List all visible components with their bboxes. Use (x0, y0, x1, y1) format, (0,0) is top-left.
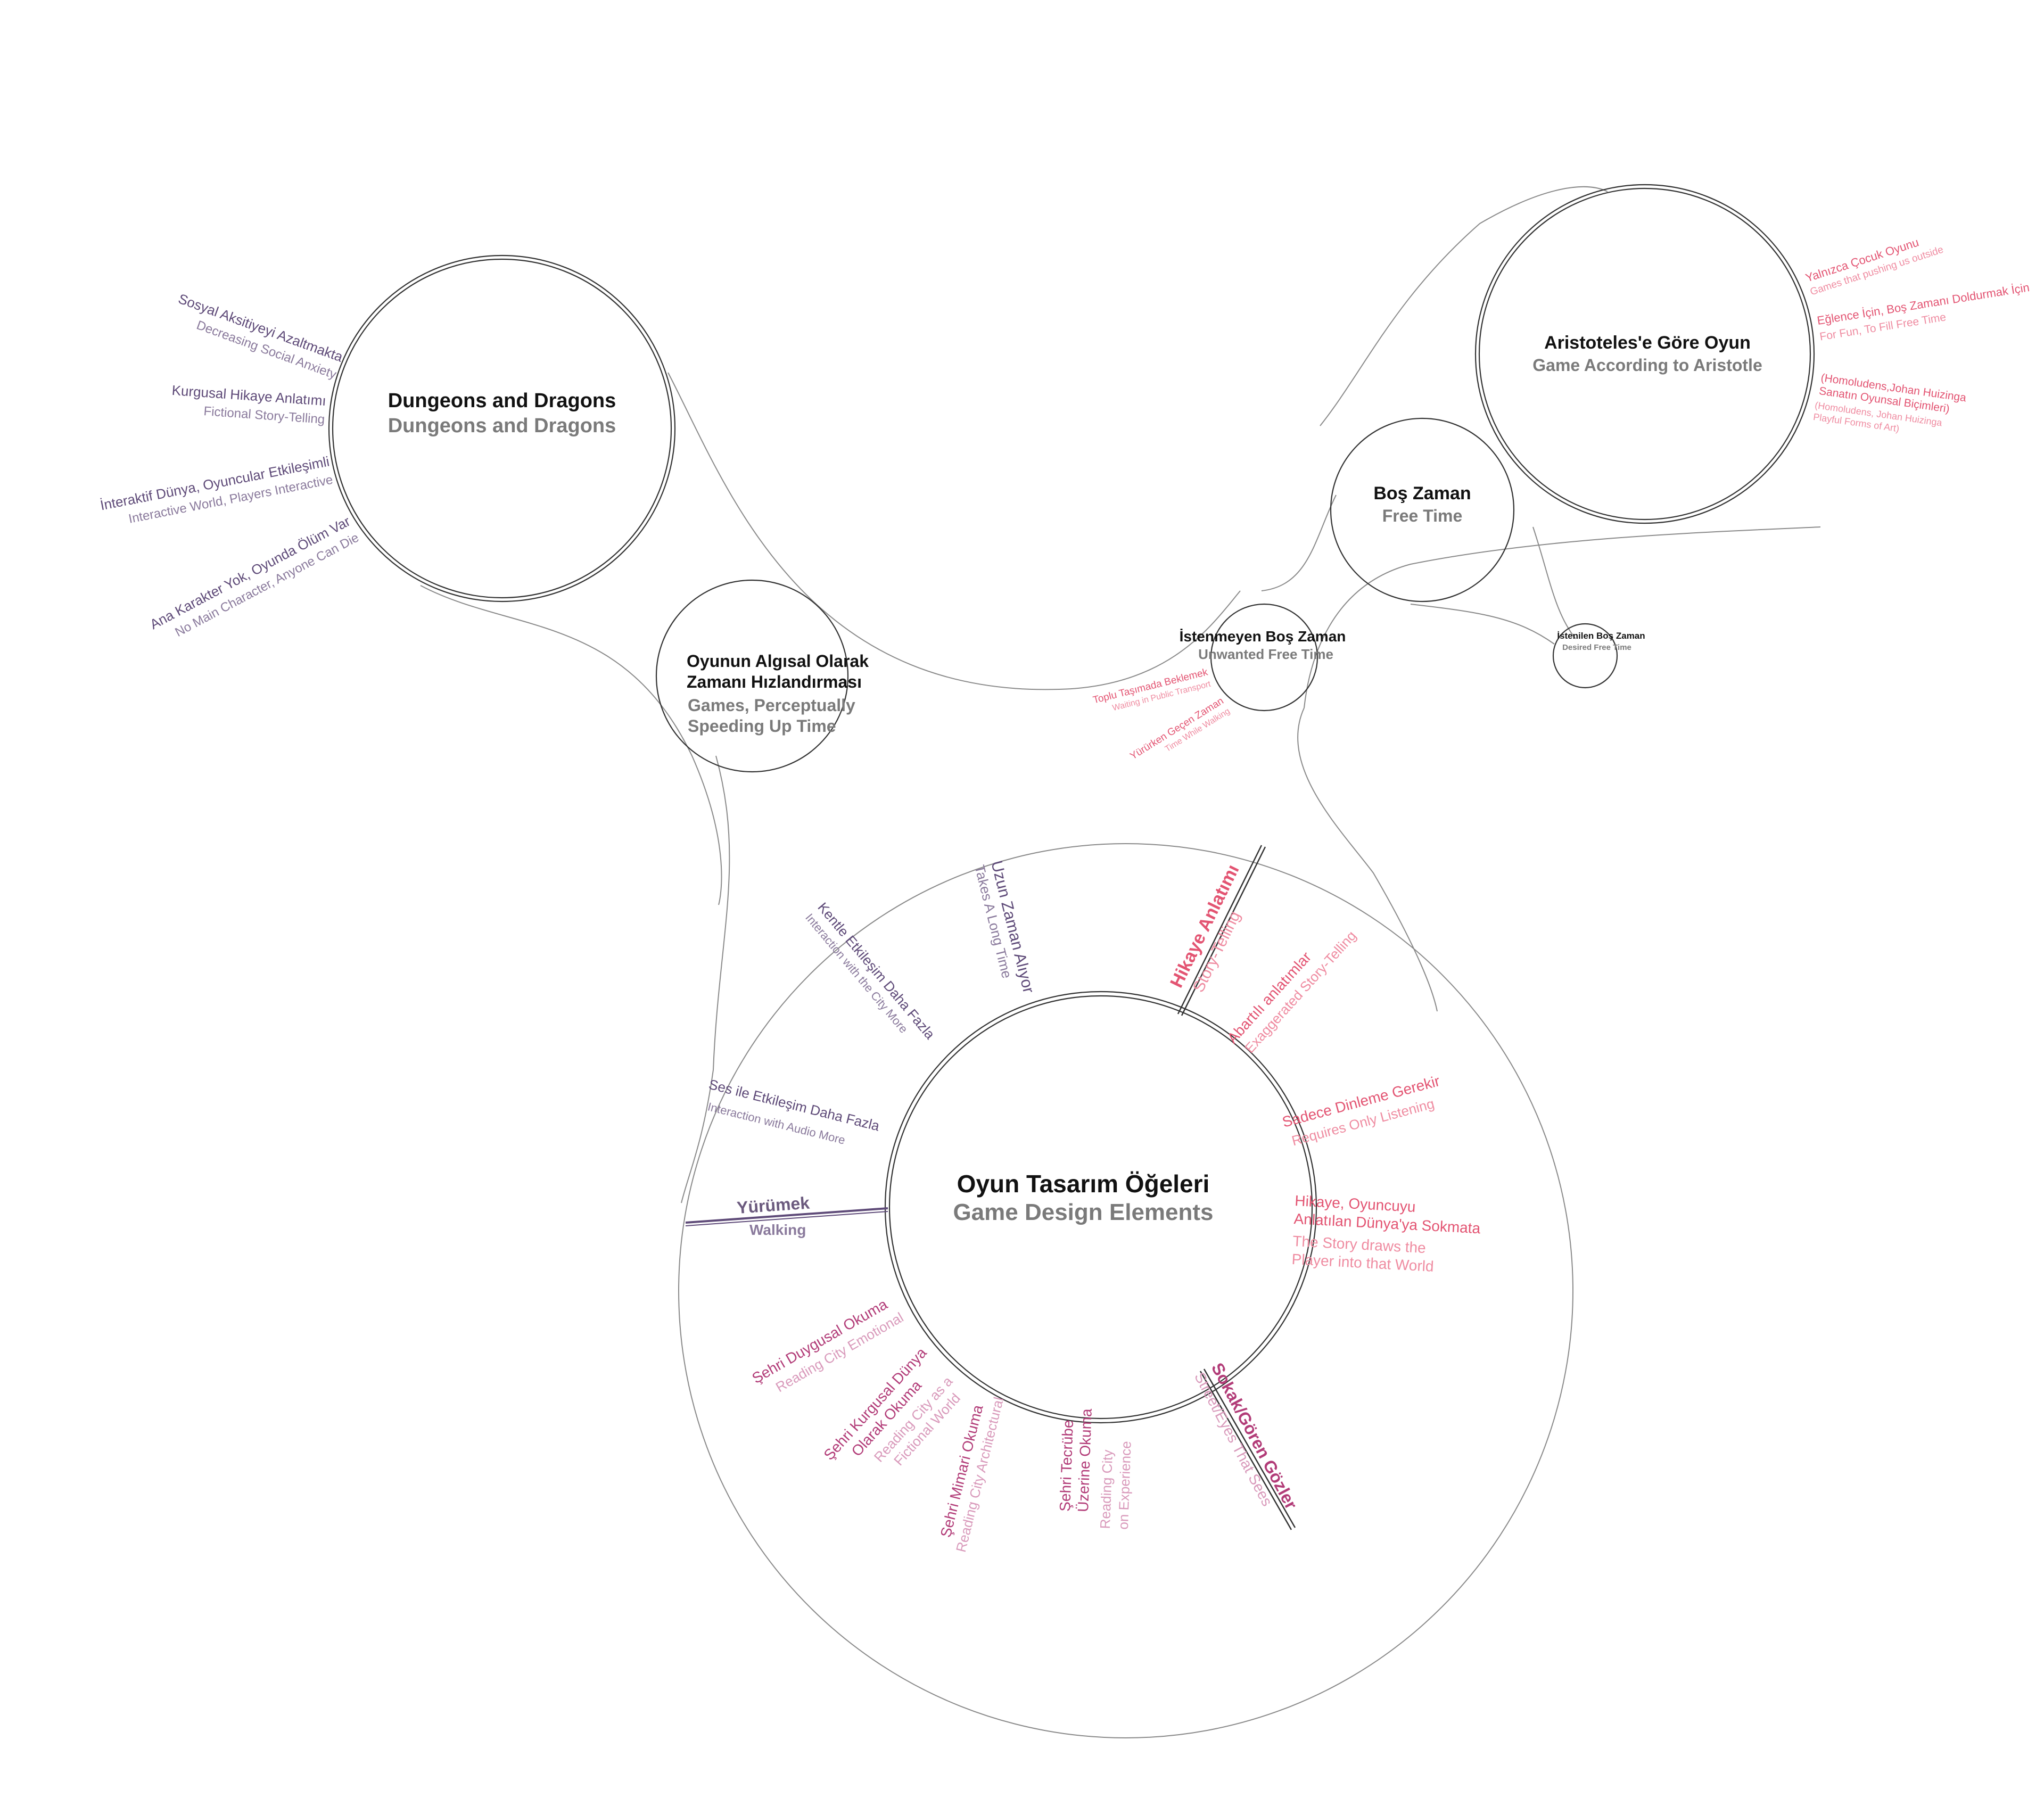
branch-audio-interaction: Ses ile Etkileşim Daha Fazla Interaction… (706, 1076, 881, 1147)
connector-lines (420, 186, 1821, 1203)
branch-fictional-story-tr: Kurgusal Hikaye Anlatımı (171, 382, 327, 409)
branch-fictional-story: Kurgusal Hikaye Anlatımı Fictional Story… (171, 382, 327, 427)
branch-city-fictional: Şehri Kurgusal Dünya Olarak Okuma Readin… (820, 1345, 963, 1469)
branch-story-draws-tr-2: Anlatılan Dünya'ya Sokmata (1293, 1210, 1481, 1236)
node-game-design-elements: Oyun Tasarım Öğeleri Game Design Element… (884, 991, 1317, 1424)
free-time-subtitle: Free Time (1382, 506, 1463, 525)
unwanted-title: İstenmeyen Boş Zaman (1180, 628, 1346, 645)
branch-street-eyes: Sokak/Gören Gözler Street/Eyes That Sees (1191, 1359, 1301, 1530)
aristotle-subtitle: Game According to Aristotle (1532, 356, 1762, 375)
branch-child-game: Yalnızca Çocuk Oyunu Games that pushing … (1804, 235, 1945, 298)
branch-city-experience-en-1: Reading City (1097, 1449, 1116, 1529)
branch-public-transport: Toplu Taşımada Beklemek Waiting in Publi… (1092, 666, 1212, 713)
node-aristotle: Aristoteles'e Göre Oyun Game According t… (1474, 184, 1815, 524)
perceptual-subtitle-2: Speeding Up Time (688, 716, 836, 736)
branch-time-walking: Yürürken Geçen Zaman Time While Walking (1128, 695, 1232, 762)
branch-city-interaction-tr: Kentle Etkileşim Daha Fazla (814, 900, 938, 1043)
branch-city-interaction: Kentle Etkileşim Daha Fazla Interaction … (803, 900, 938, 1043)
branch-city-experience-tr-2: Üzerine Okuma (1075, 1408, 1095, 1512)
center-circle-inner (888, 995, 1313, 1420)
branch-fun-free-time: Eğlence İçin, Boş Zamanı Doldurmak İçin … (1816, 281, 2030, 343)
branch-story-telling: Hikaye Anlatımı Story-Telling (1166, 845, 1266, 1016)
branch-walking-en: Walking (749, 1222, 806, 1238)
branch-street-eyes-line (1203, 1368, 1296, 1528)
dnd-circle-outer (328, 254, 676, 603)
dnd-circle-inner (332, 258, 672, 599)
branch-no-main-character: Ana Karakter Yok, Oyunda Ölüm Var No Mai… (147, 513, 361, 640)
branch-takes-long-time: Uzun Zaman Alıyor Takes A Long Time (971, 859, 1037, 995)
node-unwanted-free-time: İstenmeyen Boş Zaman Unwanted Free Time (1180, 603, 1346, 712)
branch-city-experience-en-2: on Experience (1115, 1441, 1134, 1530)
center-title: Oyun Tasarım Öğeleri (957, 1170, 1210, 1198)
branch-no-main-character-en: No Main Character, Anyone Can Die (173, 530, 361, 639)
branch-social-anxiety: Sosyal Aksitiyeyi Azaltmakta Decreasing … (176, 291, 345, 382)
outer-game-elements-ring (678, 843, 1573, 1738)
branch-exaggerated: Abartılı anlatımlar Exaggerated Story-Te… (1224, 928, 1359, 1056)
branch-interactive-world: İnteraktif Dünya, Oyuncular Etkileşimli … (99, 453, 334, 526)
branch-street-eyes-line-2 (1199, 1371, 1292, 1530)
branch-city-experience: Şehri Tecrübe Üzerine Okuma Reading City… (1057, 1408, 1134, 1530)
connector-freetime-aristotle (1320, 186, 1608, 426)
branch-walking-line (685, 1207, 888, 1224)
branch-no-main-character-tr: Ana Karakter Yok, Oyunda Ölüm Var (147, 513, 353, 633)
branch-homoludens: (Homoludens,Johan Huizinga Sanatın Oyuns… (1812, 372, 1967, 434)
branch-story-telling-line (1177, 845, 1263, 1015)
connector-dnd-perceptual (420, 585, 722, 905)
free-time-title: Boş Zaman (1373, 483, 1471, 504)
branch-city-experience-tr-1: Şehri Tecrübe (1057, 1420, 1076, 1512)
connector-perceptual-center (681, 755, 730, 1203)
perceptual-title-2: Zamanı Hızlandırması (687, 672, 862, 691)
center-circle-outer (884, 991, 1317, 1424)
node-free-time: Boş Zaman Free Time (1330, 417, 1515, 603)
branch-city-interaction-en: Interaction with the City More (803, 911, 910, 1035)
aristotle-circle-inner (1478, 187, 1811, 521)
desired-subtitle: Desired Free Time (1562, 643, 1631, 652)
aristotle-title: Aristoteles'e Göre Oyun (1544, 333, 1751, 353)
branch-story-draws: Hikaye, Oyuncuyu Anlatılan Dünya'ya Sokm… (1291, 1192, 1481, 1275)
perceptual-subtitle-1: Games, Perceptually (688, 696, 855, 715)
aristotle-circle-outer (1474, 184, 1815, 524)
branch-walking-line-2 (685, 1211, 888, 1226)
perceptual-circle (655, 579, 849, 773)
dnd-subtitle: Dungeons and Dragons (388, 415, 616, 437)
center-subtitle: Game Design Elements (953, 1199, 1213, 1225)
connector-unwanted-center (1297, 707, 1438, 1012)
connector-aristotle-desired (1304, 526, 1821, 708)
connector-dnd-unwanted (667, 372, 1241, 690)
perceptual-title-1: Oyunun Algısal Olarak (687, 652, 869, 671)
unwanted-circle (1210, 603, 1318, 712)
branch-only-listening: Sadece Dinleme Gerekir Requires Only Lis… (1281, 1073, 1442, 1149)
branch-story-telling-line-2 (1181, 846, 1266, 1016)
unwanted-subtitle: Unwanted Free Time (1198, 646, 1333, 662)
connector-freetime-desired (1410, 604, 1555, 645)
connector-unwanted-freetime (1261, 494, 1337, 591)
free-time-circle (1330, 417, 1515, 603)
dnd-branches: Sosyal Aksitiyeyi Azaltmakta Decreasing … (99, 291, 361, 640)
branch-exaggerated-en: Exaggerated Story-Telling (1241, 928, 1359, 1056)
branch-walking: Yürümek Walking (685, 1193, 888, 1238)
desired-title: İstenilen Boş Zaman (1557, 631, 1645, 641)
node-dungeons-and-dragons: Dungeons and Dragons Dungeons and Dragon… (328, 254, 676, 603)
node-perceptual-time: Oyunun Algısal Olarak Zamanı Hızlandırma… (655, 579, 869, 773)
aristotle-branches: Yalnızca Çocuk Oyunu Games that pushing … (1804, 235, 2031, 434)
desired-circle (1552, 623, 1618, 689)
dnd-title: Dungeons and Dragons (388, 390, 616, 412)
node-desired-free-time: İstenilen Boş Zaman Desired Free Time (1552, 623, 1645, 689)
